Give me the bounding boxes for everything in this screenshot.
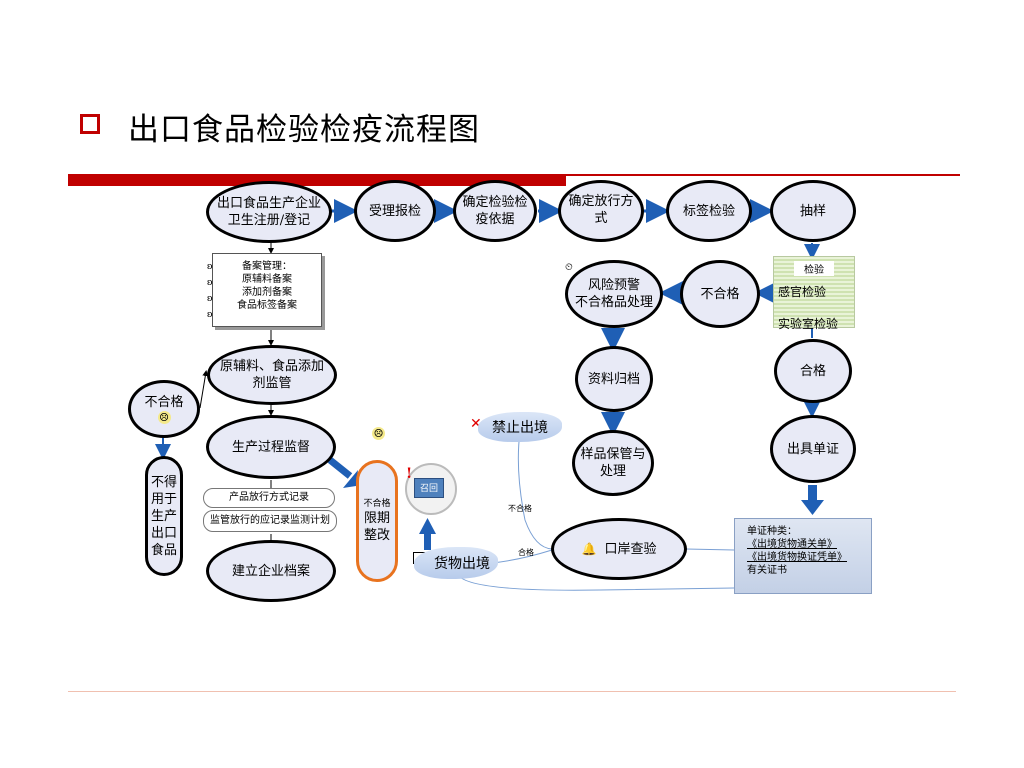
cross-icon: ✕ [470, 416, 482, 432]
node-registration-line2: 卫生注册/登记 [227, 213, 311, 228]
edge-label-qualified: 合格 [518, 548, 534, 557]
node-unqualified-right[interactable]: 不合格 [680, 260, 760, 328]
node-raw-supervise[interactable]: 原辅料、食品添加剂监管 [207, 345, 337, 405]
node-certificate[interactable]: 出具单证 [770, 415, 856, 483]
title-bullet-icon [80, 114, 100, 134]
filing-note-line1: 备案管理： [242, 261, 292, 272]
node-release-mode-line2: 式 [594, 211, 608, 226]
clock-icon: ⏲ [565, 262, 573, 273]
node-port-check[interactable]: 🔔 口岸查验 [551, 518, 687, 580]
node-production-supervise[interactable]: 生产过程监督 [206, 415, 336, 479]
node-risk-line1: 风险预警 [587, 278, 640, 293]
node-forbid-use[interactable]: 不得 用于 生产 出口 食品 [145, 456, 183, 576]
title-red-bar [68, 174, 566, 186]
inspection-box: 检验 感官检验 实验室检验 [773, 256, 855, 331]
inspection-box-title: 检验 [794, 261, 834, 276]
page-title: 出口食品检验检疫流程图 [128, 112, 480, 148]
node-rectify-small: 不合格 [363, 499, 391, 509]
document-item-clearance: 《出境货物通关单》 [747, 539, 837, 550]
node-rectify-line2: 整改 [363, 528, 390, 543]
node-qualified[interactable]: 合格 [774, 339, 852, 403]
inspection-item-sensory: 感官检验 [778, 285, 827, 299]
filing-note-line3: 添加剂备案 [242, 287, 292, 298]
bell-icon: 🔔 [581, 541, 597, 556]
document-type-box: 单证种类： 《出境货物通关单》 《出境货物换证凭单》 有关证书 [734, 518, 872, 594]
node-raw-supervise-line2: 剂监管 [252, 376, 292, 391]
node-rectify-line1: 限期 [363, 511, 390, 526]
neutral-face-icon: ☹ [157, 411, 171, 424]
node-sample-keep-line1: 样品保管与 [580, 447, 646, 462]
node-unqualified-left[interactable]: 不合格 ☹ [128, 380, 200, 438]
edge-label-unqualified: 不合格 [508, 504, 532, 513]
node-rectify[interactable]: 不合格 限期 整改 [356, 460, 398, 582]
node-release-mode-line1: 确定放行方 [568, 194, 634, 209]
node-registration[interactable]: 出口食品生产企业卫生注册/登记 [206, 181, 332, 243]
filing-note-line2: 原辅料备案 [242, 274, 292, 285]
node-port-check-label: 口岸查验 [604, 541, 657, 557]
node-basis-line2: 疫依据 [475, 212, 515, 227]
neutral-face-icon-2: ☹ [372, 427, 385, 440]
release-pill: 产品放行方式记录 [203, 488, 335, 508]
node-accept[interactable]: 受理报检 [354, 180, 436, 242]
node-forbid-use-line1: 不得 [150, 474, 177, 490]
document-item-certificates: 有关证书 [747, 565, 787, 576]
node-enterprise-file[interactable]: 建立企业档案 [206, 540, 336, 602]
node-unqualified-left-label: 不合格 [144, 395, 184, 410]
node-release-mode[interactable]: 确定放行方式 [558, 180, 644, 242]
node-forbid-use-line3: 生产 [150, 508, 177, 524]
node-risk-line2: 不合格品处理 [574, 295, 653, 310]
node-sample-keep[interactable]: 样品保管与处理 [572, 430, 654, 496]
node-label-check[interactable]: 标签检验 [666, 180, 752, 242]
filing-note-line4: 食品标签备案 [237, 300, 297, 311]
node-forbid-use-line4: 出口 [150, 525, 177, 541]
inspection-item-lab: 实验室检验 [778, 317, 839, 331]
node-archive[interactable]: 资料归档 [575, 346, 653, 412]
warning-exclaim-icon: ! [406, 466, 413, 482]
forbid-export-label: 禁止出境 [478, 412, 562, 442]
document-item-exchange: 《出境货物换证凭单》 [747, 552, 847, 563]
recall-badge: 召回 [414, 478, 444, 498]
title-red-line [566, 174, 960, 176]
node-sample-keep-line2: 处理 [599, 464, 626, 479]
node-sampling[interactable]: 抽样 [770, 180, 856, 242]
node-forbid-use-line5: 食品 [150, 542, 177, 558]
footer-line [68, 691, 956, 692]
node-basis[interactable]: 确定检验检疫依据 [453, 180, 537, 242]
node-forbid-use-line2: 用于 [150, 491, 177, 507]
node-basis-line1: 确定检验检 [462, 195, 528, 210]
filing-note: 备案管理： 原辅料备案 添加剂备案 食品标签备案 [212, 253, 322, 327]
ship-out-label: 货物出境 [414, 547, 498, 579]
monitor-pill: 监管放行的应记录监测计划 [203, 510, 337, 532]
document-type-heading: 单证种类： [747, 526, 797, 537]
node-risk[interactable]: 风险预警不合格品处理 [565, 260, 663, 328]
node-registration-line1: 出口食品生产企业 [216, 196, 321, 211]
node-raw-supervise-line1: 原辅料、食品添加 [219, 359, 324, 374]
